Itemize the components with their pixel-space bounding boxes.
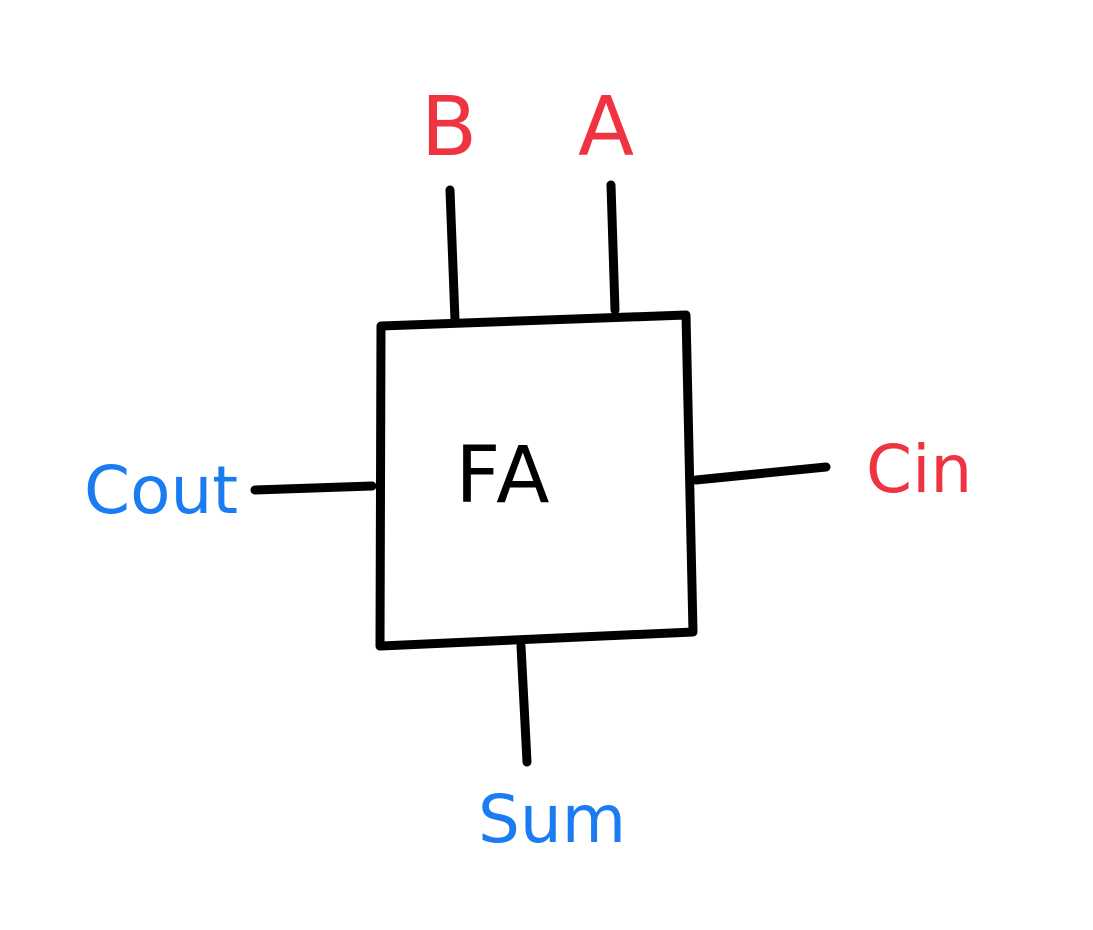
full-adder-block — [375, 310, 698, 651]
port-label-a: A — [578, 80, 634, 175]
wire-a — [606, 180, 620, 315]
port-label-sum: Sum — [478, 781, 626, 858]
port-label-cout: Cout — [84, 452, 238, 529]
port-label-b: B — [421, 80, 477, 175]
port-label-cin: Cin — [866, 431, 972, 508]
wire-cout — [250, 481, 377, 495]
block-label: FA — [455, 431, 552, 521]
wire-sum — [516, 641, 532, 767]
wire-b — [445, 185, 460, 325]
wire-cin — [691, 462, 831, 485]
